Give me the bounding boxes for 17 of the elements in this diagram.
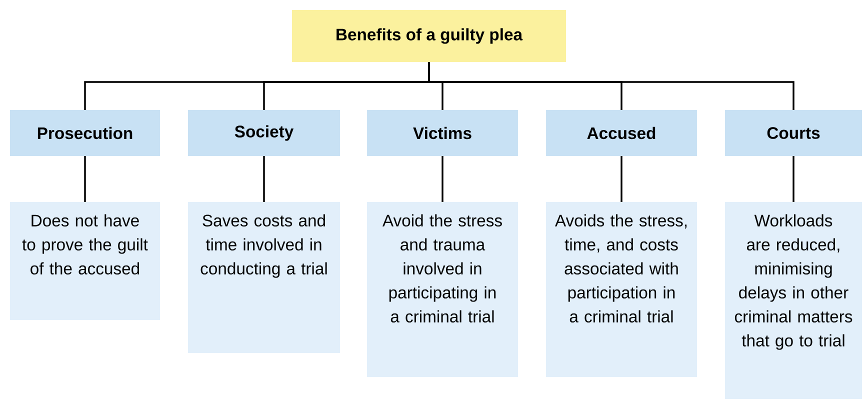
title-box: Benefits of a guilty plea	[292, 10, 566, 62]
description-box: Does not have to prove the guilt of the accused	[10, 202, 160, 320]
connector-line	[792, 156, 794, 202]
connector-line	[442, 156, 444, 202]
category-box: Prosecution	[10, 110, 160, 156]
connector-line	[84, 156, 86, 202]
category-box: Accused	[546, 110, 697, 156]
description-box: Workloads are reduced, minimising delays in other criminal matters that go to trial	[725, 202, 862, 399]
description-box: Avoid the stress and trauma involved in participating in a criminal trial	[367, 202, 518, 377]
category-box: Victims	[367, 110, 518, 156]
connector-line	[263, 156, 265, 202]
category-box: Society	[188, 110, 340, 156]
description-box: Saves costs and time involved in conducting a trial	[188, 202, 340, 353]
connector-line	[428, 62, 794, 110]
category-box: Courts	[724, 110, 862, 156]
connector-line	[620, 156, 622, 202]
description-box: Avoids the stress, time, and costs associated with participation in a criminal trial	[546, 202, 697, 377]
